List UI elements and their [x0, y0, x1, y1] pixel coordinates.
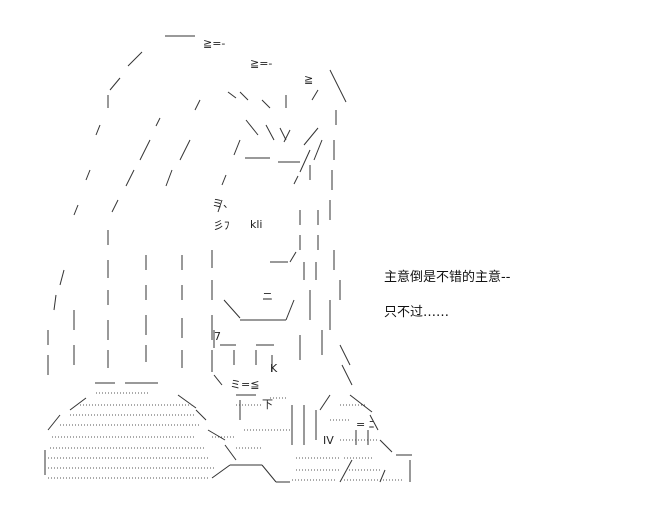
- art-mark-8: K: [270, 362, 278, 375]
- art-mark-2: ≧=-: [250, 57, 272, 70]
- art-mark-7: 7: [214, 330, 221, 343]
- art-mark-5: 彡ﾌ: [213, 219, 230, 232]
- art-mark-9: ミ=≦: [230, 378, 259, 391]
- art-mark-6: ニ: [262, 290, 273, 303]
- art-mark-11: IV: [323, 434, 334, 447]
- dialogue-line-1: 主意倒是不错的主意--: [384, 270, 511, 285]
- art-mark-10: 下: [262, 398, 273, 411]
- art-mark-12: = ﾆ: [356, 418, 374, 431]
- art-mark-4: ミ、: [212, 197, 234, 210]
- dialogue-line-2: 只不过……: [384, 305, 450, 320]
- art-mark-1: ≧=-: [203, 37, 225, 50]
- art-mark-kli: kli: [250, 218, 262, 231]
- art-mark-3: ≧: [304, 73, 313, 86]
